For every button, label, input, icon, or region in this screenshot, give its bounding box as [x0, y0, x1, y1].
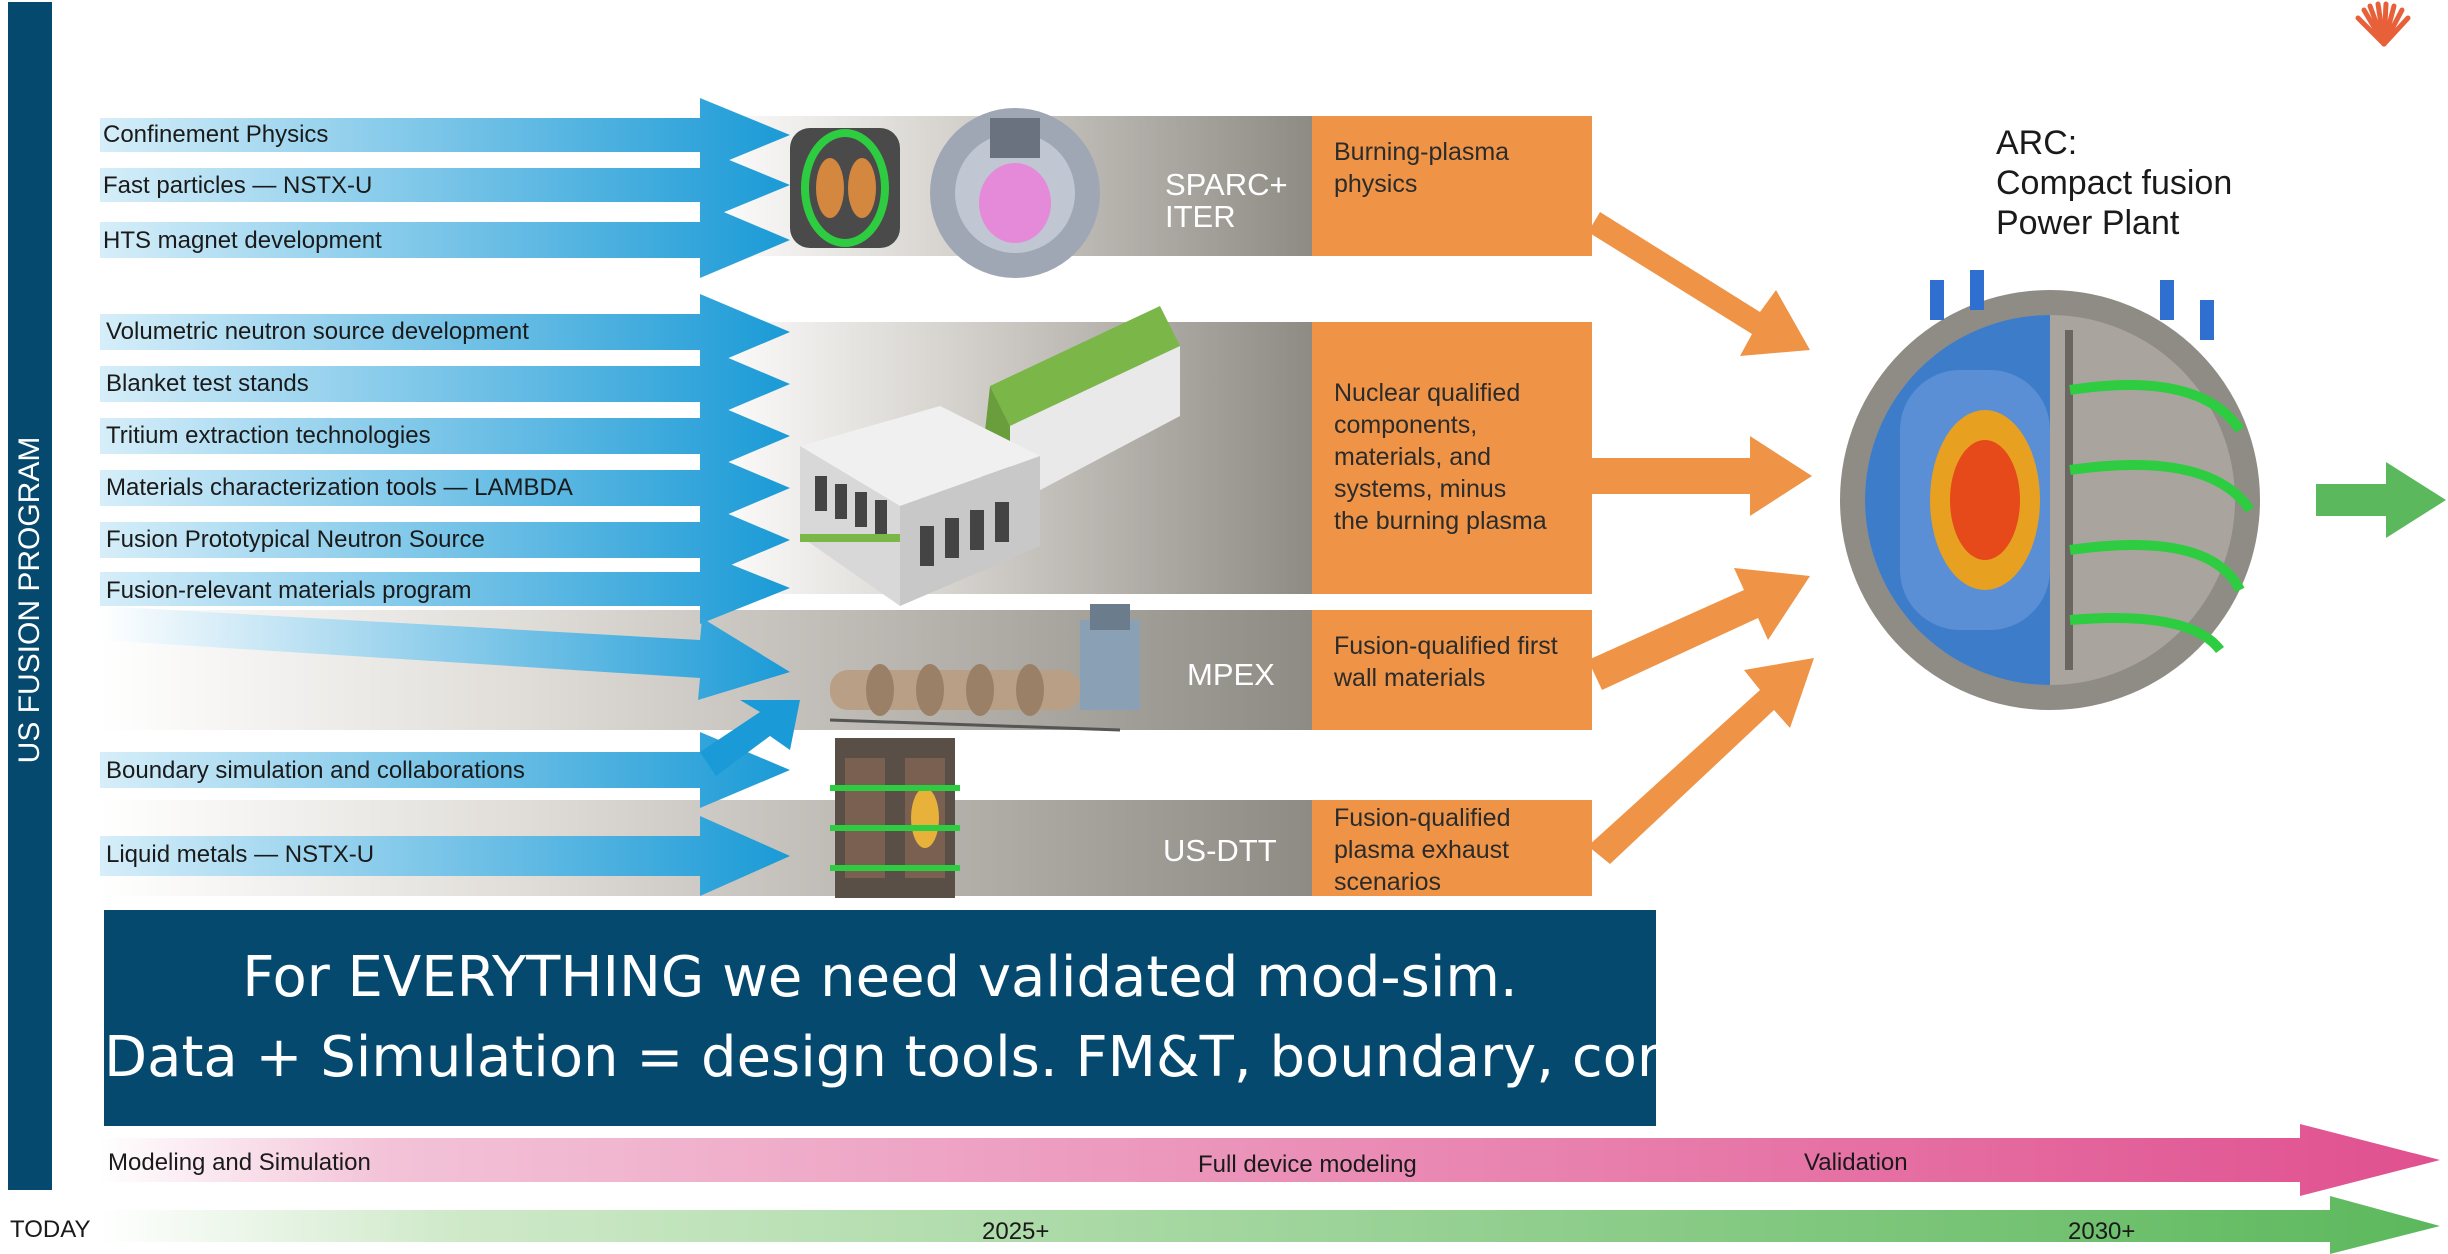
facility-name-sparc: SPARC+: [1165, 167, 1288, 202]
arc-reactor-image: [1840, 270, 2260, 710]
banner-line-2: Data + Simulation = design tools. FM&T, …: [104, 1025, 1711, 1090]
arrow-materials: [100, 552, 790, 624]
input-label: Materials characterization tools — LAMBD…: [106, 474, 573, 501]
arrow-vns: [100, 294, 790, 370]
arrow-boundary-to-mpex: [700, 700, 800, 776]
arc-output-arrow: [2316, 462, 2446, 538]
arrow-vns-to-arc: [1588, 436, 1812, 516]
input-label: Blanket test stands: [106, 370, 309, 397]
arrow-sparc-to-arc: [1588, 212, 1810, 356]
timeline-today: TODAY: [10, 1216, 91, 1243]
usdtt-device-image: [830, 738, 960, 898]
arrow-boundary: [100, 732, 790, 808]
arrow-materials-to-mpex: [100, 606, 790, 700]
arrow-tritium: [100, 398, 790, 474]
arrow-lambda: [100, 450, 790, 526]
modsim-label-right: Validation: [1804, 1149, 1908, 1176]
arc-title: ARC:: [1996, 124, 2078, 162]
banner-line-1: For EVERYTHING we need validated mod-sim…: [242, 945, 1518, 1010]
timeline-arrow: [100, 1196, 2440, 1254]
arrow-liquid-metals: [100, 816, 790, 896]
modsim-arrow: [100, 1124, 2440, 1196]
timeline-2025: 2025+: [982, 1218, 1050, 1245]
arc-subtitle-2: Power Plant: [1996, 204, 2180, 242]
input-label: Boundary simulation and collaborations: [106, 757, 525, 784]
vns-building-image: [800, 306, 1180, 606]
input-label: Liquid metals — NSTX-U: [106, 841, 375, 868]
arrow-confinement: [100, 98, 790, 172]
corner-logo: [2355, 1, 2411, 47]
outcome-usdtt: Fusion-qualified plasma exhaust scenario…: [1312, 800, 1592, 896]
sparc-tokamak-image: [790, 108, 1100, 278]
arrow-fpns: [100, 502, 790, 578]
facility-name-usdtt: US-DTT: [1163, 833, 1277, 868]
input-label: Volumetric neutron source development: [106, 318, 529, 345]
input-label: HTS magnet development: [103, 227, 382, 254]
modsim-label-mid: Full device modeling: [1198, 1151, 1417, 1178]
arrow-hts: [100, 202, 790, 278]
input-label: Fusion-relevant materials program: [106, 577, 472, 604]
arc-subtitle-1: Compact fusion: [1996, 164, 2233, 202]
input-label: Tritium extraction technologies: [106, 422, 431, 449]
modsim-label-left: Modeling and Simulation: [108, 1149, 371, 1176]
input-label: Fast particles — NSTX-U: [103, 172, 373, 199]
arrow-fast-particles: [100, 148, 790, 222]
facility-name-iter: ITER: [1165, 199, 1236, 234]
input-label: Fusion Prototypical Neutron Source: [106, 526, 485, 553]
arrow-mpex-to-arc: [1588, 568, 1810, 690]
facility-name-mpex: MPEX: [1187, 657, 1275, 692]
outcome-sparc: Burning-plasma physics: [1312, 116, 1592, 256]
program-sidebar: [8, 2, 52, 1190]
input-label: Confinement Physics: [103, 121, 329, 148]
outcome-vns: Nuclear qualified components, materials,…: [1312, 322, 1592, 594]
mpex-device-image: [829, 604, 1140, 732]
mod-sim-banner: [104, 910, 1656, 1126]
arrow-blanket: [100, 346, 790, 422]
arrow-usdtt-to-arc: [1588, 658, 1814, 864]
timeline-2030: 2030+: [2068, 1218, 2136, 1245]
outcome-mpex: Fusion-qualified first wall materials: [1312, 610, 1592, 730]
